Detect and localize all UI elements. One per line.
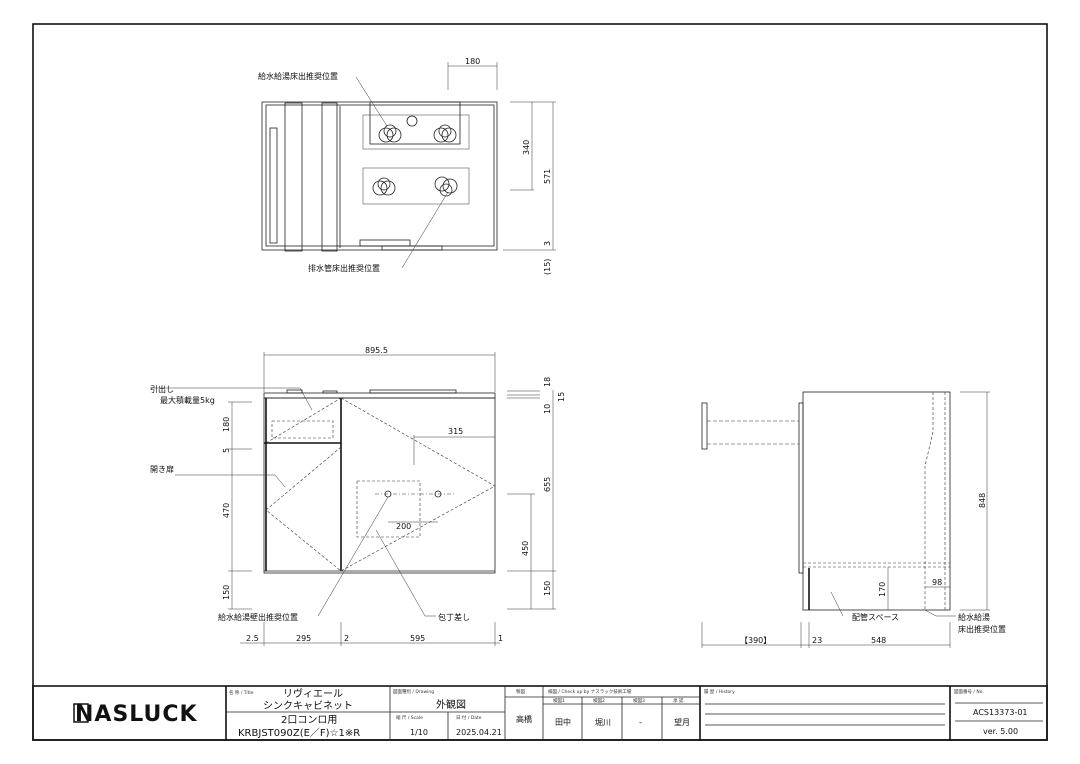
check3-value: - (639, 718, 642, 727)
dim-2: 2 (344, 634, 349, 643)
dim-18: 18 (543, 377, 552, 387)
label-pipe-space: 配管スペース (852, 612, 899, 622)
title-line-1: リヴィエール (283, 687, 343, 700)
dim-200: 200 (396, 522, 411, 531)
title-line-4: KRBJST090Z(E／F)☆1※R (238, 727, 360, 739)
title-line-3: 2口コンロ用 (281, 715, 337, 726)
no-label: 図面番号 / No. (954, 688, 984, 695)
drafter-value: 高橋 (516, 714, 532, 724)
nasluck-logo: NASLUCK (73, 702, 198, 727)
dim-5: 5 (222, 448, 231, 453)
top-view: 給水給湯床出推奨位置 排水管床出推奨位置 180 340 571 3 (15) (258, 57, 556, 275)
dim-571: 571 (543, 169, 552, 184)
dim-390: 【390】 (740, 636, 771, 645)
dim-15-front: 15 (557, 392, 566, 402)
dim-10: 10 (543, 404, 552, 414)
burner-icon (372, 124, 458, 197)
dim-180: 180 (465, 57, 480, 66)
title-line-2: シンクキャビネット (263, 700, 353, 712)
dim-180-front: 180 (222, 417, 231, 432)
label-door: 開き扉 (150, 464, 174, 474)
dim-895: 895.5 (365, 346, 388, 355)
drafter-label: 製図 (516, 688, 525, 695)
dim-315: 315 (448, 427, 463, 436)
dim-98: 98 (932, 578, 942, 587)
label-supply-wall: 給水給湯壁出推奨位置 (218, 612, 298, 622)
check3-label: 検図3 (633, 697, 645, 704)
drawing-type: 外観図 (436, 698, 466, 711)
dim-595: 595 (410, 634, 425, 643)
dim-295: 295 (296, 634, 311, 643)
dim-15: (15) (543, 259, 552, 275)
label-supply-side-2: 床出推奨位置 (958, 624, 1006, 634)
check2-label: 検図2 (593, 697, 605, 704)
scale-value: 1/10 (410, 728, 428, 737)
dim-450: 450 (521, 541, 530, 556)
dim-848: 848 (978, 493, 987, 508)
dim-470: 470 (222, 503, 231, 518)
date-value: 2025.04.21 (456, 728, 502, 737)
dim-170: 170 (878, 582, 887, 597)
check1-label: 検図1 (553, 697, 565, 704)
side-view: 848 170 98 配管スペース 給水給湯 床出推奨位置 【390】 23 5… (701, 391, 1006, 648)
label-max-load: 最大積載量5kg (160, 395, 215, 405)
dim-23: 23 (812, 636, 822, 645)
dim-340: 340 (522, 140, 531, 155)
title-label: 名 称 / Title (229, 689, 254, 696)
dim-3: 3 (543, 241, 552, 246)
drawing-label: 図面種別 / Drawing (393, 688, 434, 695)
dim-150-left: 150 (222, 585, 231, 600)
check2-value: 堀川 (595, 718, 611, 727)
dim-1: 1 (498, 634, 503, 643)
front-view: 引出し 最大積載量5kg 開き扉 給水給湯壁出推奨位置 包丁差し 895.5 1… (150, 346, 566, 646)
sheet-border (32, 23, 1048, 741)
label-drawer: 引出し (150, 384, 174, 394)
dim-150-right: 150 (543, 581, 552, 596)
check1-value: 田中 (555, 717, 571, 727)
label-supply-floor: 給水給湯床出推奨位置 (258, 71, 338, 81)
history-label: 履 歴 / History (704, 689, 735, 695)
logo-text: NASLUCK (75, 702, 198, 727)
label-knife: 包丁差し (438, 612, 470, 622)
date-label: 日 付 / Date (456, 714, 482, 721)
label-supply-side-1: 給水給湯 (958, 612, 990, 622)
label-drain-floor: 排水管床出推奨位置 (308, 263, 380, 273)
check-label: 検図 / Check up by ナスラック技術工場 (548, 688, 632, 695)
dim-655: 655 (543, 477, 552, 492)
title-block: NASLUCK 名 称 / Title リヴィエール シンクキャビネット 2口コ… (32, 685, 1048, 741)
dim-548: 548 (871, 636, 886, 645)
version: ver. 5.00 (983, 727, 1018, 736)
approve-value: 望月 (674, 717, 690, 727)
dim-2-5: 2.5 (246, 634, 259, 643)
approve-label: 承 認 (673, 697, 684, 704)
drawing-number: ACS13373-01 (973, 708, 1028, 717)
scale-label: 縮 尺 / Scale (396, 714, 423, 721)
